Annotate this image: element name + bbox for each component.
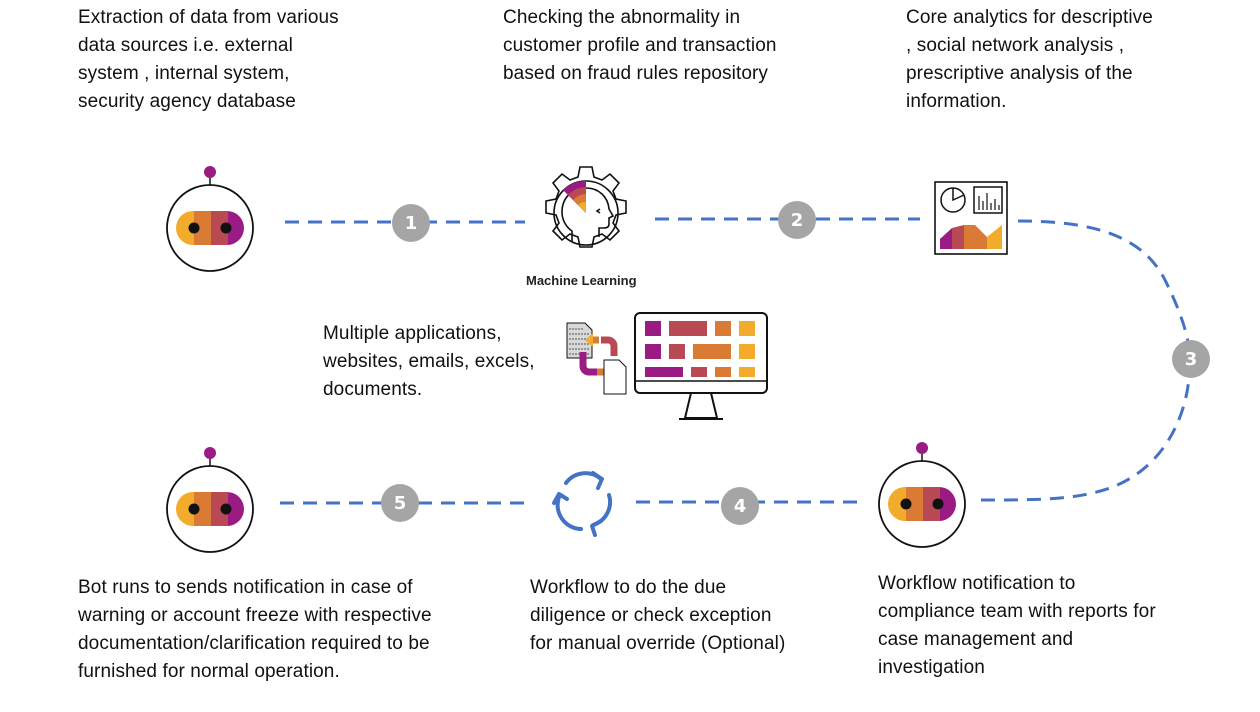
step-2-description: Checking the abnormality in customer pro… <box>503 7 777 84</box>
step-5-description: Workflow to do the due diligence or chec… <box>530 577 786 654</box>
machine-learning-label: Machine Learning <box>526 273 637 288</box>
step-6-description: Bot runs to sends notification in case o… <box>78 577 432 682</box>
step-1-description: Extraction of data from various data sou… <box>78 7 339 112</box>
refresh-cycle-icon <box>552 471 613 537</box>
document-transfer-icon <box>566 322 627 395</box>
step-badge-4: 4 <box>721 487 759 525</box>
applications-description: Multiple applications, websites, emails,… <box>323 323 535 400</box>
step-badge-1: 1 <box>392 204 430 242</box>
step-3-description: Core analytics for descriptive , social … <box>906 7 1153 112</box>
step-badge-3: 3 <box>1172 340 1210 378</box>
step-badge-5: 5 <box>381 484 419 522</box>
step-4-description: Workflow notification to compliance team… <box>878 573 1156 678</box>
machine-learning-icon <box>545 166 627 248</box>
desktop-apps-icon <box>634 312 768 420</box>
connector-3 <box>974 219 1192 502</box>
robot-icon <box>166 166 254 272</box>
analytics-report-icon <box>934 181 1008 255</box>
robot-icon <box>878 442 966 548</box>
step-badge-2: 2 <box>778 201 816 239</box>
robot-icon <box>166 447 254 553</box>
